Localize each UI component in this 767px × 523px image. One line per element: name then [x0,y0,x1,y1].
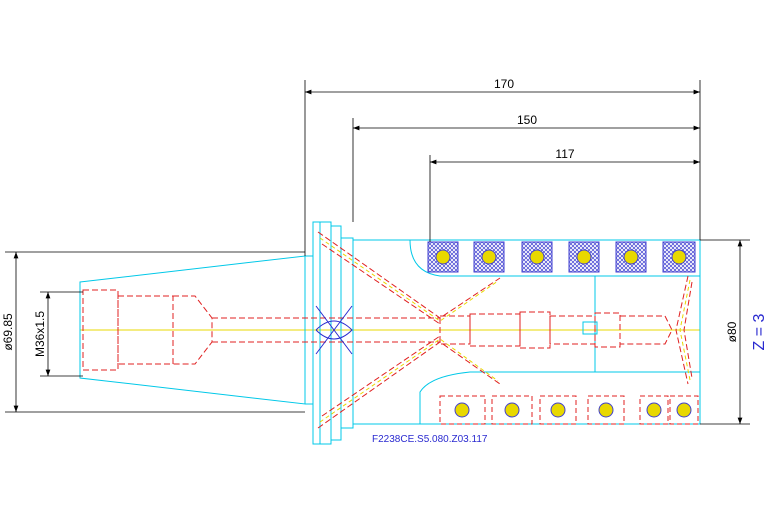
taper-shank [79,255,313,405]
teeth-count: Z = 3 [751,313,767,350]
dim-shank-diameter: ø69.85 [1,313,15,351]
top-inserts [427,241,696,273]
dim-cutting-length: 117 [555,147,574,161]
hidden-features [82,231,693,429]
dim-thread: M36x1.5 [33,311,47,357]
bottom-inserts [439,395,699,425]
dim-overall-length: 170 [494,77,514,91]
key-slot [582,321,598,335]
coolant-channels [319,237,691,423]
dimension-lines [5,80,750,425]
drive-key-symbol [315,305,353,355]
part-number: F2238CE.S5.080.Z03.117 [372,434,488,445]
dim-cutter-diameter: ø80 [725,321,739,342]
dim-body-length: 150 [517,113,537,127]
